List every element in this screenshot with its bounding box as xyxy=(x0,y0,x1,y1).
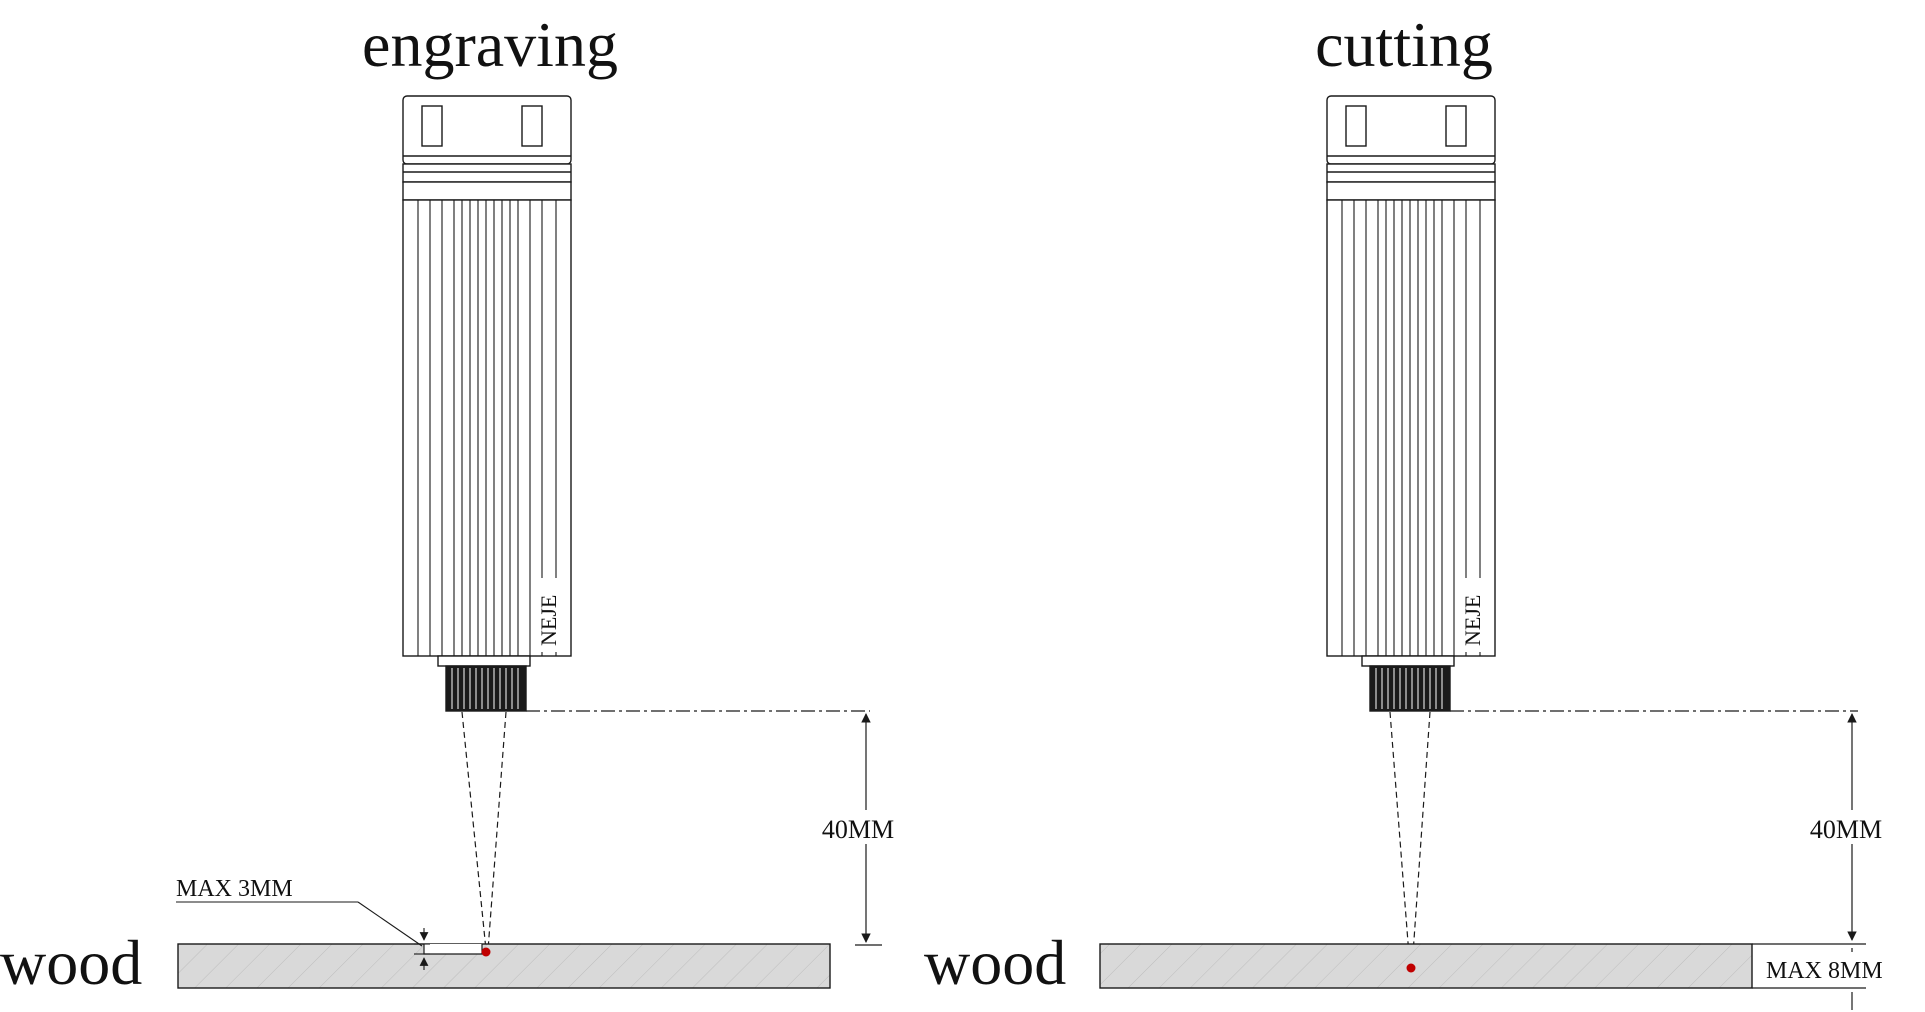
engraved-groove xyxy=(423,944,483,955)
engraving-title: engraving xyxy=(362,9,618,80)
distance-label-engraving: 40MM xyxy=(822,815,894,844)
cutting-panel: cutting xyxy=(924,9,1924,1010)
cutting-title: cutting xyxy=(1315,9,1493,80)
depth-label-cutting: MAX 8MM xyxy=(1766,958,1883,984)
wood-plank-cutting xyxy=(1099,943,1753,989)
focus-point-engraving xyxy=(481,947,491,957)
laser-beam-engraving xyxy=(461,711,507,951)
focus-point-cutting xyxy=(1406,963,1416,973)
depth-label-engraving: MAX 3MM xyxy=(176,876,293,902)
brand-label-cutting: NEJE xyxy=(1460,595,1485,646)
material-label-cutting: wood xyxy=(924,927,1066,998)
brand-label-engraving: NEJE xyxy=(536,595,561,646)
material-label-engraving: wood xyxy=(0,927,142,998)
brand-bg xyxy=(532,578,562,652)
depth-dimension-engraving xyxy=(176,901,430,970)
distance-label-cutting: 40MM xyxy=(1810,815,1882,844)
engraving-panel: engraving xyxy=(0,9,904,998)
wood-plank-engraving xyxy=(177,943,831,989)
